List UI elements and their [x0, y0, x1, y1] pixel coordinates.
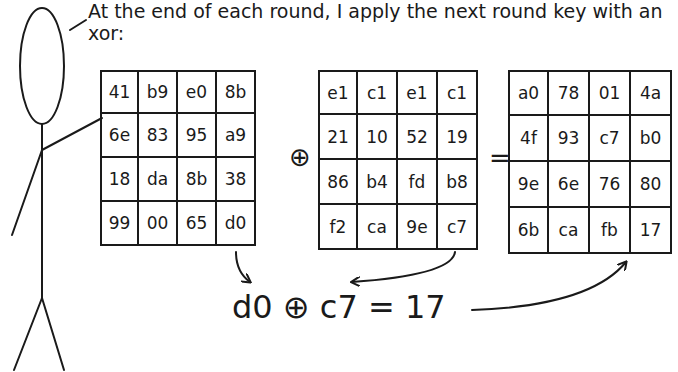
table-cell: c7: [590, 116, 631, 162]
table-cell: 8b: [178, 158, 217, 202]
table-cell: 4f: [508, 116, 549, 162]
table-cell: b0: [631, 116, 672, 162]
table-cell: 6e: [100, 114, 139, 158]
table-cell: e1: [318, 70, 358, 115]
table-cell: 10: [358, 115, 398, 160]
table-cell: a0: [508, 70, 549, 116]
table-cell: f2: [318, 205, 358, 250]
table-cell: e1: [398, 70, 438, 115]
table-cell: 76: [590, 162, 631, 208]
table-cell: 17: [631, 208, 672, 254]
table-cell: 01: [590, 70, 631, 116]
table-cell: 93: [549, 116, 590, 162]
table-cell: 86: [318, 160, 358, 205]
xor-symbol: ⊕: [289, 142, 311, 172]
table-cell: ca: [358, 205, 398, 250]
table-cell: 9e: [508, 162, 549, 208]
table-cell: ca: [549, 208, 590, 254]
table-cell: 4a: [631, 70, 672, 116]
table-cell: a9: [217, 114, 256, 158]
table-cell: b4: [358, 160, 398, 205]
speech-text: At the end of each round, I apply the ne…: [88, 0, 663, 44]
table-cell: 83: [139, 114, 178, 158]
table-cell: 52: [398, 115, 438, 160]
table-cell: 00: [139, 202, 178, 246]
table-cell: 8b: [217, 70, 256, 114]
table-cell: d0: [217, 202, 256, 246]
table-cell: da: [139, 158, 178, 202]
table-cell: 9e: [398, 205, 438, 250]
table-cell: c1: [438, 70, 478, 115]
table-cell: 99: [100, 202, 139, 246]
table-cell: e0: [178, 70, 217, 114]
table-cell: fd: [398, 160, 438, 205]
table-cell: c7: [438, 205, 478, 250]
table-cell: 18: [100, 158, 139, 202]
table-cell: 41: [100, 70, 139, 114]
table-cell: 38: [217, 158, 256, 202]
table-cell: b9: [139, 70, 178, 114]
table-cell: fb: [590, 208, 631, 254]
table-cell: 6b: [508, 208, 549, 254]
table-cell: 6e: [549, 162, 590, 208]
table-cell: 95: [178, 114, 217, 158]
table-cell: 21: [318, 115, 358, 160]
stick-figure: [12, 8, 102, 370]
table-cell: 19: [438, 115, 478, 160]
table-cell: b8: [438, 160, 478, 205]
table-cell: 65: [178, 202, 217, 246]
table-cell: 78: [549, 70, 590, 116]
equation: d0 ⊕ c7 = 17: [232, 288, 446, 326]
table-cell: c1: [358, 70, 398, 115]
table-cell: 80: [631, 162, 672, 208]
